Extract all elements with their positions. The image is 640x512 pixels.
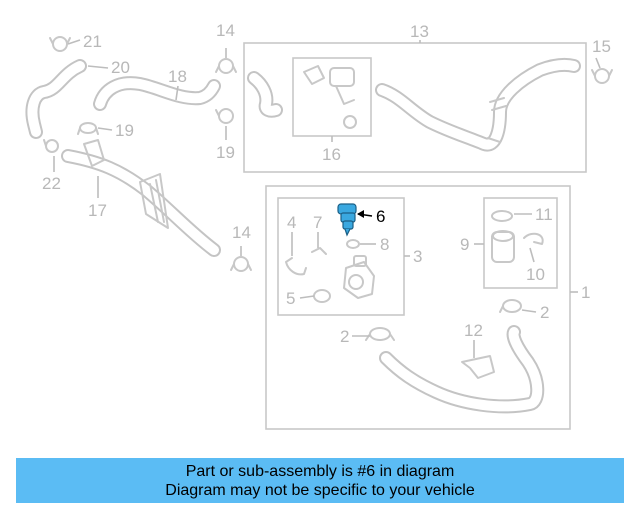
label-4: 4 — [287, 213, 296, 232]
clip-10 — [523, 232, 544, 245]
label-2a: 2 — [340, 327, 349, 346]
clamp-21 — [49, 36, 71, 52]
hose-13-left — [247, 71, 283, 118]
clamp-14a — [215, 58, 237, 74]
label-14a: 14 — [216, 21, 235, 40]
banner-line-1: Part or sub-assembly is #6 in diagram — [185, 462, 455, 480]
hose-20 — [25, 59, 87, 139]
hose-2-lower — [379, 325, 545, 414]
assembly-box-13 — [243, 42, 587, 173]
label-3: 3 — [413, 247, 422, 266]
leader-lines — [53, 39, 601, 358]
clamp-22 — [43, 139, 59, 153]
o-ring-11 — [491, 210, 513, 222]
hose-18 — [93, 76, 221, 111]
hose-13-main — [375, 57, 581, 152]
o-ring-8 — [346, 239, 360, 249]
leader-6-arrow — [357, 210, 364, 218]
pipe-17 — [61, 139, 221, 257]
label-14b: 14 — [232, 223, 251, 242]
assembly-box-16 — [292, 57, 372, 137]
label-19a: 19 — [115, 121, 134, 140]
banner-line-2: Diagram may not be specific to your vehi… — [165, 481, 475, 499]
label-12: 12 — [464, 321, 483, 340]
assembly-box-1 — [265, 185, 571, 430]
label-22: 22 — [42, 174, 61, 193]
label-11: 11 — [535, 205, 553, 224]
bracket-12 — [461, 355, 495, 379]
clip-4 — [285, 257, 307, 276]
label-13: 13 — [410, 22, 429, 41]
o-ring-5 — [313, 289, 331, 303]
label-6: 6 — [376, 207, 385, 226]
label-1: 1 — [581, 283, 590, 302]
clamp-2a — [365, 327, 395, 341]
housing-9 — [491, 230, 515, 263]
assembly-box-9 — [483, 197, 558, 289]
label-15: 15 — [592, 37, 611, 56]
label-16: 16 — [322, 145, 341, 164]
label-7: 7 — [313, 213, 322, 232]
label-10: 10 — [526, 265, 545, 284]
housing-3 — [343, 255, 375, 299]
clamp-19a — [77, 122, 99, 135]
clamp-2b — [499, 299, 522, 313]
label-21: 21 — [83, 32, 102, 51]
info-banner: Part or sub-assembly is #6 in diagram Di… — [16, 458, 624, 503]
label-9: 9 — [460, 235, 469, 254]
clip-7 — [311, 247, 327, 255]
clamp-15 — [591, 68, 613, 84]
sensor-6-highlighted — [337, 203, 357, 237]
label-19b: 19 — [216, 143, 235, 162]
clamp-19b — [215, 108, 234, 124]
label-18: 18 — [168, 67, 187, 86]
thermostat-16 — [303, 65, 357, 129]
clamp-14b — [230, 256, 252, 272]
label-8: 8 — [380, 235, 389, 254]
label-17: 17 — [88, 201, 107, 220]
label-5: 5 — [286, 289, 295, 308]
label-2b: 2 — [540, 303, 549, 322]
label-20: 20 — [111, 58, 130, 77]
